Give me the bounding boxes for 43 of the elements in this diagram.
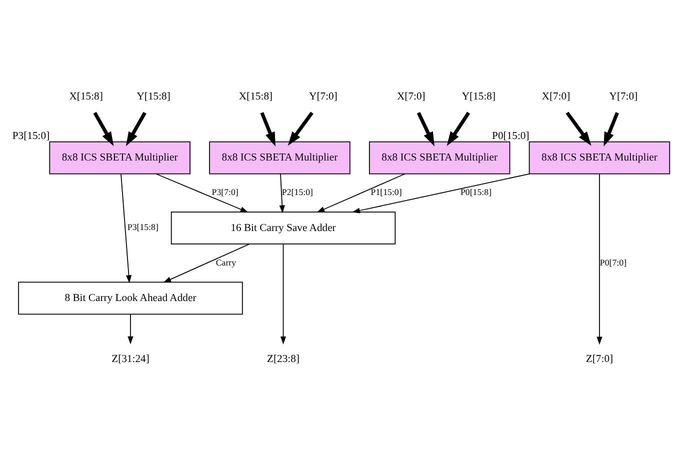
node-box: 8x8 ICS SBETA Multiplier xyxy=(368,141,510,174)
arrow xyxy=(446,112,470,146)
node-label: P0[15:0] xyxy=(492,130,530,142)
node-text: X[7:0] xyxy=(542,91,570,102)
arrow xyxy=(126,112,146,146)
arrow xyxy=(120,174,132,284)
arrow xyxy=(156,173,248,212)
arrow xyxy=(596,174,602,345)
arrow xyxy=(566,112,592,146)
arrow xyxy=(93,112,114,146)
edge-label: P1[15:0] xyxy=(370,187,402,198)
node-box: 8x8 ICS SBETA Multiplier xyxy=(528,141,670,174)
node-text: X[15:8] xyxy=(69,91,103,102)
node-box: 8x8 ICS SBETA Multiplier xyxy=(209,141,350,174)
arrow xyxy=(316,173,406,213)
arrow xyxy=(352,173,530,214)
node-text: Y[15:8] xyxy=(136,91,170,102)
arrow xyxy=(604,112,619,146)
arrow xyxy=(279,173,285,214)
arrow xyxy=(288,112,314,146)
edge-label: P0[7:0] xyxy=(600,257,627,268)
node-text: X[7:0] xyxy=(396,91,426,102)
edge-label: P3[7:0] xyxy=(212,187,238,198)
node-box: 16 Bit Carry Save Adder xyxy=(170,212,396,244)
node-box: 8x8 ICS SBETA Multiplier xyxy=(49,141,190,174)
node-text: Z[23:8] xyxy=(267,354,300,366)
node-text: Y[7:0] xyxy=(609,91,638,102)
edge-label: P3[15:8] xyxy=(127,222,158,232)
arrow xyxy=(416,112,435,146)
node-text: X[15:8] xyxy=(238,91,273,102)
node-text: Z[7:0] xyxy=(586,354,614,366)
node-box: 8 Bit Carry Look Ahead Adder xyxy=(18,282,243,315)
arrow xyxy=(163,244,250,283)
edge-label: P2[15:0] xyxy=(282,187,314,198)
arrow xyxy=(260,112,276,146)
node-text: Y[15:8] xyxy=(462,91,496,102)
arrow xyxy=(280,244,286,344)
edge-label: P0[15:8] xyxy=(460,187,492,198)
edge-label: Carry xyxy=(216,257,236,268)
arrow xyxy=(128,314,134,344)
node-text: Y[7:0] xyxy=(309,91,338,102)
node-label: P3[15:0] xyxy=(12,130,50,142)
node-text: Z[31:24] xyxy=(112,354,150,366)
